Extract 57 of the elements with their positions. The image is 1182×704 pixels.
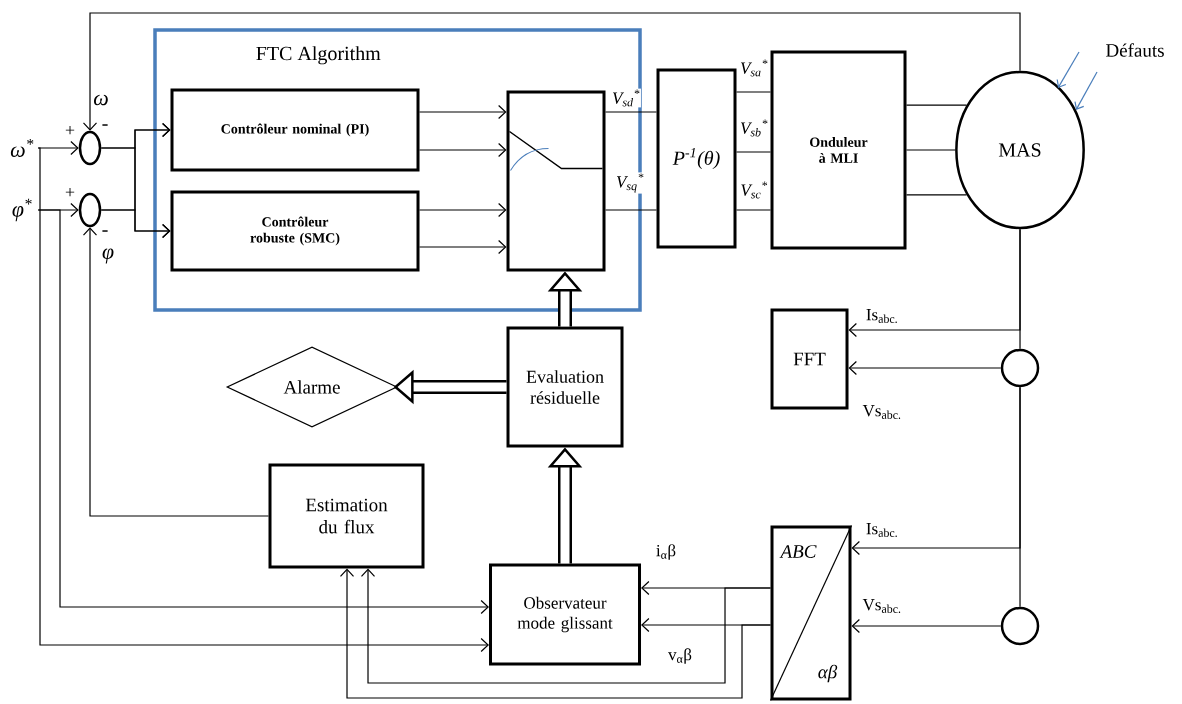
edge-label: Vs$_{abc.}$	[861, 598, 903, 614]
arrow	[37, 209, 489, 615]
arrow	[37, 147, 489, 653]
transform-box: P$^{-1}$(θ)	[656, 68, 737, 249]
evaluation-box: Evaluation résiduelle	[506, 326, 624, 448]
switch-box	[506, 90, 606, 272]
controller-box: Contrôleur nominal (PI)	[170, 88, 420, 172]
edge-label: Is$_{abc.}$	[864, 308, 900, 324]
arrow	[418, 142, 507, 158]
observer-box: Observateur mode glissant	[489, 563, 641, 666]
edge-label: φ	[100, 247, 116, 265]
connector-line	[905, 194, 968, 196]
summing-junction	[78, 192, 102, 228]
edge-label: i$_{α}$β	[654, 543, 678, 561]
connector-line	[735, 151, 772, 153]
sign-label: -	[102, 124, 108, 126]
sensor-circle	[1000, 606, 1040, 646]
sensor-circle	[1000, 348, 1040, 388]
inverter-box: Onduleur à MLI	[770, 50, 907, 250]
edge-label: V$_{sq}$*	[615, 172, 645, 194]
input-label: φ$^{*}$	[12, 198, 32, 222]
connector-line	[735, 209, 772, 211]
arrow	[339, 568, 772, 699]
arrow	[851, 618, 1002, 634]
arrow	[848, 360, 1002, 376]
connector-line	[905, 104, 968, 106]
summing-junction	[78, 130, 102, 166]
connector-line	[905, 149, 956, 151]
arrow	[100, 209, 171, 239]
arrow	[418, 202, 507, 218]
arrow	[82, 12, 1021, 131]
edge-label: V$_{sc}$*	[739, 180, 769, 200]
fault-label: Défauts	[1106, 43, 1164, 57]
sign-label: -	[102, 230, 108, 232]
controller-box: Contrôleur robuste (SMC)	[170, 190, 420, 272]
edge-label: Is$_{abc.}$	[864, 522, 900, 538]
arrow	[418, 104, 507, 120]
converter-box: ABC αβ	[769, 524, 853, 702]
arrow	[360, 568, 772, 684]
estimator-box: Estimation du flux	[268, 463, 425, 569]
arrow	[418, 239, 507, 255]
arrow	[848, 228, 1021, 338]
fft-box: FFT	[770, 308, 849, 410]
sign-label: +	[65, 187, 75, 197]
edge-label: V$_{sd}$*	[611, 88, 641, 108]
edge-label: ω	[92, 93, 110, 107]
input-label: ω$^{*}$	[10, 139, 34, 157]
arrow	[82, 227, 270, 517]
edge-label: V$_{sb}$*	[739, 118, 769, 138]
arrow	[851, 386, 1021, 556]
connector-line	[604, 209, 658, 211]
connector-line	[604, 111, 658, 113]
edge-label: v$_{α}$β	[667, 647, 693, 665]
sign-label: +	[65, 125, 75, 135]
edge-label: V$_{sa}$*	[739, 58, 769, 78]
edge-label: Vs$_{abc.}$	[861, 404, 903, 420]
connector-line	[735, 91, 772, 93]
